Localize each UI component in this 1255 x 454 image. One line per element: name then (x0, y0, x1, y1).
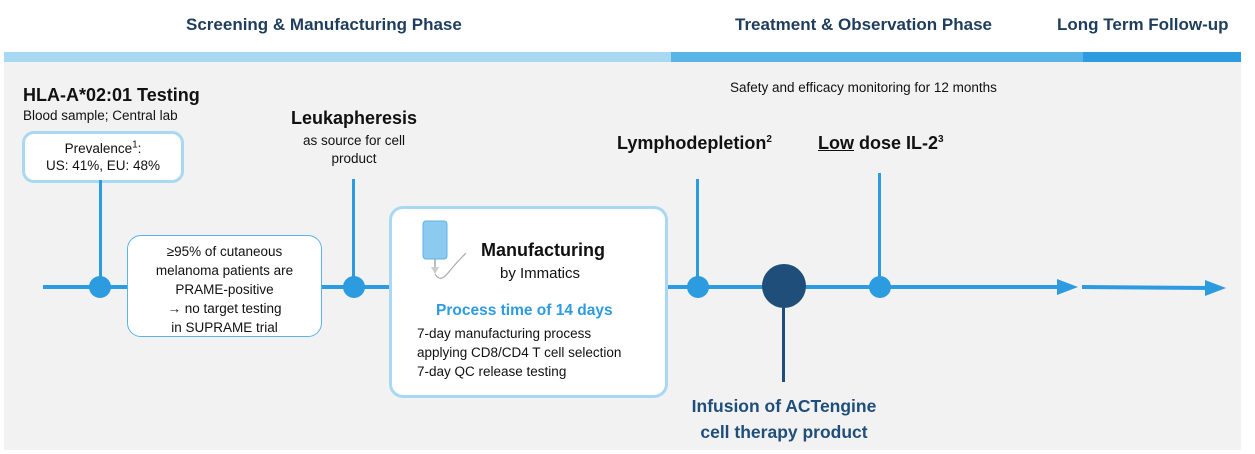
leukapheresis-connector (352, 179, 355, 285)
phase-followup-title: Long Term Follow-up (1057, 15, 1229, 34)
process-time: Process time of 14 days (436, 302, 613, 319)
hla-title: HLA-A*02:01 Testing (23, 85, 200, 105)
manufacturing-line-2: applying CD8/CD4 T cell selection (417, 345, 622, 360)
infusion-line-2: cell therapy product (700, 422, 868, 442)
prevalence-colon: : (137, 141, 142, 156)
il2-footnote: 3 (938, 134, 944, 145)
il2-underlined: Low (818, 133, 854, 153)
hla-timeline-dot (89, 276, 111, 298)
manufacturing-line-3: 7-day QC release testing (417, 364, 567, 379)
prame-info-box: ≥95% of cutaneous melanoma patients are … (127, 235, 322, 337)
prame-line-3: PRAME-positive (175, 282, 274, 297)
lymphodepletion-label: Lymphodepletion2 (617, 133, 772, 154)
leukapheresis-title: Leukapheresis (290, 108, 418, 128)
prevalence-box: Prevalence1: US: 41%, EU: 48% (22, 131, 184, 183)
phase-screening-title: Screening & Manufacturing Phase (186, 15, 462, 34)
il2-timeline-dot (869, 276, 891, 298)
prame-line-4-text: no target testing (180, 301, 282, 316)
prame-line-1: ≥95% of cutaneous (166, 244, 283, 259)
lymphodepletion-connector (696, 179, 699, 285)
manufacturing-line-1: 7-day manufacturing process (417, 326, 592, 341)
hla-subtitle: Blood sample; Central lab (23, 108, 178, 123)
il2-rest: dose IL-2 (854, 133, 939, 153)
infusion-label: Infusion of ACTengine cell therapy produ… (664, 393, 904, 445)
phase-bar-followup (1083, 52, 1241, 62)
hla-connector (99, 180, 102, 285)
infusion-timeline-dot (762, 264, 806, 308)
manufacturing-by: by Immatics (500, 265, 581, 282)
leukapheresis-block: Leukapheresis as source for cell product (284, 108, 424, 168)
lymphodepletion-timeline-dot (687, 276, 709, 298)
prevalence-values: US: 41%, EU: 48% (45, 158, 161, 173)
prame-line-2: melanoma patients are (155, 263, 294, 278)
manufacturing-box: Manufacturing by Immatics Process time o… (389, 206, 668, 398)
infusion-line-1: Infusion of ACTengine (691, 396, 877, 416)
arrow-right-icon: → (167, 301, 181, 316)
timeline-arrowhead-1 (1057, 279, 1078, 295)
leukapheresis-sub-2: product (331, 151, 377, 166)
phase-bar-screening (4, 52, 671, 62)
il2-connector (878, 173, 881, 285)
lymphodepletion-footnote: 2 (766, 134, 772, 145)
prame-line-4: → no target testing (128, 299, 321, 318)
manufacturing-title: Manufacturing (481, 240, 605, 260)
leukapheresis-sub-1: as source for cell (302, 133, 406, 148)
phase-bar-treatment (671, 52, 1083, 62)
prevalence-label-row: Prevalence1: (25, 139, 181, 156)
timeline-followup-line (1081, 285, 1209, 290)
iv-bag-icon (422, 220, 467, 279)
prame-line-5: in SUPRAME trial (171, 320, 278, 335)
safety-note: Safety and efficacy monitoring for 12 mo… (730, 80, 997, 95)
il2-label: Low dose IL-23 (818, 133, 944, 154)
prevalence-label: Prevalence (64, 141, 133, 156)
lymphodepletion-text: Lymphodepletion (617, 133, 767, 153)
timeline-arrowhead-2 (1205, 280, 1226, 296)
leukapheresis-timeline-dot (343, 276, 365, 298)
prevalence-footnote: 1 (132, 139, 138, 151)
phase-treatment-title: Treatment & Observation Phase (735, 15, 992, 34)
infusion-connector (782, 306, 785, 382)
